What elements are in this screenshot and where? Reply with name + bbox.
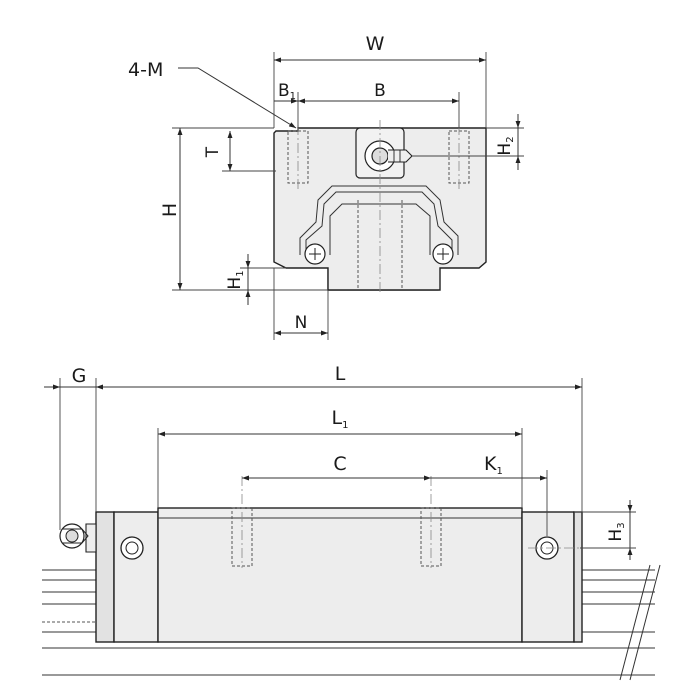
end-cap-right (573, 511, 583, 643)
dim-L-label: L (335, 363, 346, 385)
block-body (273, 127, 487, 291)
front-view (273, 120, 487, 292)
dim-B-label: B (374, 81, 386, 101)
dim-C-label: C (333, 453, 346, 475)
end-cap-left (95, 511, 115, 643)
dim-L1-label: L1 (332, 407, 349, 431)
side-dimensions: G L L1 C K1 H3 (44, 363, 636, 560)
dim-H2-label: H2 (495, 136, 516, 155)
dim-G-label: G (72, 365, 87, 387)
front-dimensions: W B1 B 4-M H T H1 (128, 33, 524, 340)
grease-nipple-icon (59, 523, 97, 553)
dim-H-label: H (159, 203, 181, 217)
dim-B1-label: B1 (278, 81, 296, 102)
dim-N-label: N (295, 313, 308, 333)
dim-H3-label: H3 (606, 522, 627, 541)
dim-K1-label: K1 (484, 453, 503, 477)
dim-T-label: T (203, 146, 223, 158)
side-view (42, 476, 661, 681)
dim-W-label: W (366, 33, 385, 55)
rail-groove (299, 185, 459, 255)
block-side (157, 507, 523, 643)
dim-H1-label: H1 (225, 270, 246, 289)
dim-M-label: 4-M (128, 59, 163, 81)
